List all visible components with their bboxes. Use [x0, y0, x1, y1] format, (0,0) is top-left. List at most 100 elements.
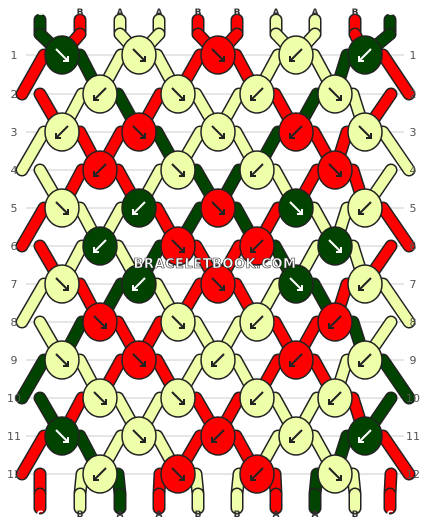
knot-arrowhead-icon [358, 56, 364, 62]
knot-arrow-icon [171, 391, 185, 405]
row-number-right: 12 [406, 468, 420, 481]
knot-arrow-icon [132, 125, 146, 139]
knot-arrowhead-icon [63, 209, 69, 215]
knot-arrowhead-icon [101, 323, 107, 329]
knot-arrowhead-icon [250, 171, 256, 177]
strand-label-bottom: B [77, 510, 84, 520]
knot-arrowhead-icon [63, 285, 69, 291]
knot-arrow-icon [55, 429, 69, 443]
knot-arrow-icon [55, 353, 69, 367]
knot-arrowhead-icon [179, 247, 185, 253]
knot-arrow-icon [171, 239, 185, 253]
knot-arrow-icon [358, 353, 372, 367]
knot-arrowhead-icon [358, 361, 364, 367]
knot-arrow-icon [328, 163, 342, 177]
knot-arrowhead-icon [93, 95, 99, 101]
knot-arrow-icon [211, 277, 225, 291]
knot-arrow-icon [289, 353, 303, 367]
row-number-right: 8 [410, 316, 417, 329]
knot-arrow-icon [250, 239, 264, 253]
knot-arrowhead-icon [336, 95, 342, 101]
knot-arrow-icon [211, 429, 225, 443]
strand-label-bottom: C [387, 510, 394, 520]
knot-arrow-icon [358, 201, 372, 215]
strand-label-bottom: A [273, 510, 280, 520]
knot-arrowhead-icon [63, 56, 69, 62]
strand-segment [17, 355, 49, 403]
knot-arrowhead-icon [358, 437, 364, 443]
strand-segment [378, 50, 414, 99]
knot-arrow-icon [358, 429, 372, 443]
row-number-left: 6 [11, 240, 18, 253]
knot-arrowhead-icon [366, 133, 372, 139]
knot-arrowhead-icon [289, 56, 295, 62]
strand-label-top: C [37, 8, 44, 18]
knot-arrowhead-icon [328, 323, 334, 329]
knot-arrowhead-icon [179, 399, 185, 405]
strand-segment [17, 203, 49, 251]
strand-segment [17, 50, 49, 99]
knot-arrowhead-icon [211, 361, 217, 367]
strand-label-bottom: A [156, 510, 163, 520]
knot-arrow-icon [171, 163, 185, 177]
knot-arrow-icon [171, 315, 185, 329]
knot-arrow-icon [93, 391, 107, 405]
knot-arrow-icon [171, 467, 185, 481]
row-number-right: 2 [410, 88, 417, 101]
knot-arrowhead-icon [63, 437, 69, 443]
knot-arrow-icon [55, 125, 69, 139]
knot-arrowhead-icon [358, 209, 364, 215]
row-number-right: 7 [410, 278, 417, 291]
row-number-right: 3 [410, 126, 417, 139]
knot-arrow-icon [211, 353, 225, 367]
strand-label-top: B [195, 8, 202, 18]
knot-arrow-icon [132, 277, 146, 291]
knot-arrowhead-icon [219, 56, 225, 62]
row-number-left: 8 [11, 316, 18, 329]
knot-arrow-icon [289, 277, 303, 291]
knot-arrowhead-icon [289, 133, 295, 139]
knot-arrowhead-icon [179, 171, 185, 177]
strand-label-bottom: A [312, 510, 319, 520]
strand-label-bottom: A [117, 510, 124, 520]
knot-arrowhead-icon [179, 95, 185, 101]
strand-label-bottom: C [37, 510, 44, 520]
knot-arrow-icon [358, 277, 372, 291]
strand-segment [17, 127, 49, 175]
knot-arrowhead-icon [219, 133, 225, 139]
knot-arrowhead-icon [132, 285, 138, 291]
knot-arrow-icon [132, 353, 146, 367]
row-number-right: 11 [406, 430, 420, 443]
knot-arrowhead-icon [250, 475, 256, 481]
knot-arrow-icon [55, 277, 69, 291]
knot-arrowhead-icon [93, 247, 99, 253]
row-number-right: 1 [410, 49, 417, 62]
knot-arrowhead-icon [140, 133, 146, 139]
knot-arrowhead-icon [179, 475, 185, 481]
knot-arrowhead-icon [63, 361, 69, 367]
knot-arrow-icon [328, 315, 342, 329]
row-number-left: 9 [11, 354, 18, 367]
knot-arrowhead-icon [55, 133, 61, 139]
knot-arrow-icon [211, 125, 225, 139]
knot-arrowhead-icon [297, 285, 303, 291]
knot-arrowhead-icon [132, 209, 138, 215]
knot-arrowhead-icon [219, 285, 225, 291]
strand-segment [378, 355, 414, 403]
watermark: BRACELETBOOK.COM [134, 257, 297, 272]
knot-arrow-icon [328, 87, 342, 101]
knot-arrow-icon [358, 48, 372, 62]
row-number-left: 3 [11, 126, 18, 139]
strand-label-top: C [387, 8, 394, 18]
knot-arrow-icon [328, 239, 342, 253]
knot-arrow-icon [289, 125, 303, 139]
knot-arrow-icon [93, 87, 107, 101]
row-number-left: 5 [11, 202, 18, 215]
strand-label-top: A [117, 8, 124, 18]
strand-segment [378, 203, 414, 251]
knot-arrowhead-icon [140, 437, 146, 443]
strand-segment [17, 431, 49, 479]
knot-arrowhead-icon [250, 95, 256, 101]
